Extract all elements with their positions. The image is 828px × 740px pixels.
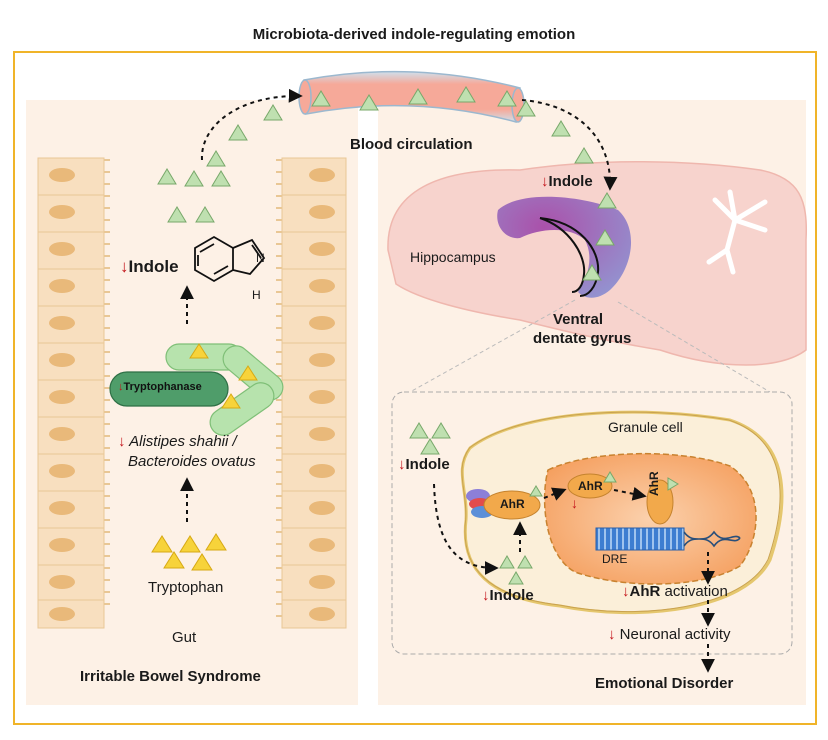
bacteria-down-arrow: ↓	[118, 433, 126, 450]
ahr-nuclear-protein	[567, 473, 613, 499]
dna-helix	[683, 530, 741, 548]
neuronal-activity-label: ↓ Neuronal activity	[608, 626, 731, 643]
gut-label: Gut	[172, 629, 197, 646]
bacteria-label-line1: ↓ Alistipes shahii /	[118, 433, 237, 450]
tryptophanase-label: ↓Tryptophanase	[118, 381, 202, 393]
arrow-blood-to-brain	[521, 99, 618, 191]
ahr-cytoplasm-label: AhR	[500, 497, 525, 511]
neuronal-down-arrow: ↓	[608, 626, 616, 643]
emotional-disorder-label: Emotional Disorder	[595, 675, 734, 692]
blood-circulation-label: Blood circulation	[350, 136, 473, 153]
brain-sagittal	[387, 161, 808, 366]
zoom-line-left	[409, 299, 576, 393]
gut-indole-down-arrow: ↓	[120, 257, 129, 276]
arrow-ahr-translocate	[613, 486, 647, 501]
bacteria-cluster	[109, 343, 284, 436]
ahr-nucleus-label: AhR	[578, 479, 603, 493]
indole-triangles	[157, 86, 617, 585]
arrow-ahr-to-nucleus	[543, 487, 567, 501]
gut-indole-label: ↓Indole	[120, 257, 179, 276]
zoom-line-right	[617, 301, 771, 393]
left-intestinal-wall	[37, 157, 110, 629]
activation-down-arrow: ↓	[622, 583, 630, 600]
hippocampus-label: Hippocampus	[410, 249, 496, 265]
indole-h-atom: H	[252, 288, 261, 302]
granule-cell	[460, 410, 784, 615]
arrow-indole-to-cell	[433, 483, 499, 575]
tryptophan-triangles	[151, 343, 258, 571]
ahr-nucleus-down-arrow: ↓	[571, 495, 578, 511]
arrow-gut-to-blood	[200, 88, 303, 161]
ahr-dimer-protein	[646, 479, 674, 525]
ahr-complex-cytoplasm	[466, 489, 541, 520]
bacteria-label-line2: Bacteroides ovatus	[128, 453, 256, 470]
ahr-activation-label: ↓AhR activation	[622, 583, 728, 600]
dre-label: DRE	[602, 552, 628, 566]
brain-indole-down-arrow: ↓	[541, 173, 549, 190]
brain-indole-label: ↓Indole	[541, 173, 593, 190]
right-intestinal-wall	[276, 157, 347, 629]
ahr-ligand-triangle	[667, 477, 679, 491]
dentate-gyrus-label-line2: dentate gyrus	[533, 330, 632, 347]
ibs-label: Irritable Bowel Syndrome	[80, 668, 261, 685]
lower-indole-down-arrow: ↓	[482, 587, 490, 604]
tryptophan-label: Tryptophan	[148, 579, 224, 596]
outer-indole-down-arrow: ↓	[398, 456, 406, 473]
dentate-gyrus-label-line1: Ventral	[553, 311, 604, 328]
cell-indole-lower-label: ↓Indole	[482, 587, 534, 604]
granule-cell-label: Granule cell	[608, 419, 683, 435]
dre-element	[595, 527, 685, 551]
enzyme-down-arrow: ↓	[118, 381, 124, 393]
ahr-dimer-label: AhR	[647, 471, 661, 496]
cell-indole-outer-label: ↓Indole	[398, 456, 450, 473]
indole-structure	[194, 235, 266, 283]
figure-title: Microbiota-derived indole-regulating emo…	[252, 26, 576, 43]
cell-inset-box	[391, 391, 793, 655]
indole-n-atom: N	[256, 251, 265, 265]
